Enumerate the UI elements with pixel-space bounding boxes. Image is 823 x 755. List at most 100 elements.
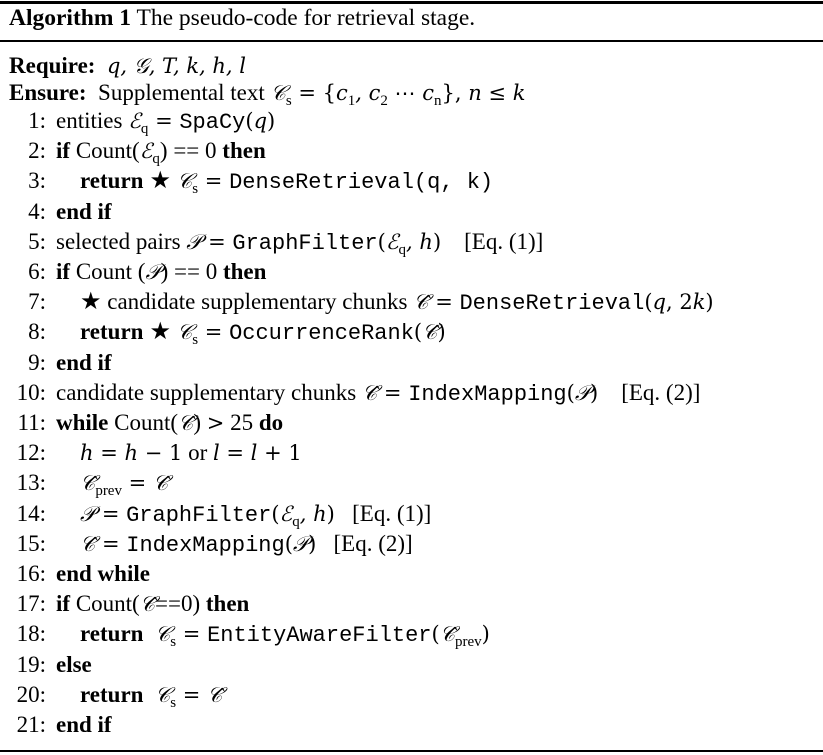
math: 𝒞̂ <box>80 531 96 556</box>
math: s <box>285 93 292 109</box>
keyword: if <box>56 591 71 617</box>
text <box>143 682 155 707</box>
keyword: Require: <box>9 53 96 78</box>
math: 𝒫 <box>574 380 590 405</box>
text: Count( <box>108 410 179 435</box>
math: h <box>80 441 94 466</box>
math: 𝒞 <box>270 81 286 105</box>
keyword: return <box>80 681 144 707</box>
math: + 1 <box>257 441 302 466</box>
algorithm-line: 1:entities ℰq = SpaCy(q) <box>0 107 275 137</box>
algorithm-line: 18:return 𝒞s = EntityAwareFilter(𝒞̂prev) <box>0 620 490 650</box>
text: entities <box>56 108 129 133</box>
text: candidate supplementary chunks <box>56 379 362 405</box>
algorithm-line: 10: candidate supplementary chunks 𝒞̂ = I… <box>0 379 701 407</box>
line-content: 𝒞̂prev = 𝒞̂ <box>80 469 168 505</box>
line-content: 𝒞̂ = IndexMapping(𝒫) [Eq. (2)] <box>80 530 413 560</box>
line-content: if Count(ℰq) == 0 then <box>56 137 266 173</box>
function-name: DenseRetrieval(q, k) <box>229 170 494 196</box>
math: 𝒞̂ <box>422 320 438 345</box>
math: q <box>652 290 666 315</box>
line-content: return 𝒞s = 𝒞̂ <box>80 681 222 717</box>
keyword: Ensure: <box>9 80 87 105</box>
math: ≤ <box>481 81 513 105</box>
math: 𝒫 <box>145 260 161 284</box>
function-name: GraphFilter <box>232 230 378 256</box>
line-content: end if <box>56 349 112 377</box>
keyword: then <box>205 591 250 617</box>
text: or <box>182 440 213 466</box>
line-content: while Count(𝒞̂) > 25 do <box>56 409 283 437</box>
line-content: Ensure: Supplemental text 𝒞s = {c1, c2 ⋯… <box>9 79 525 115</box>
math: 1 <box>347 93 356 109</box>
math: ) <box>326 501 335 526</box>
keyword: if <box>56 138 71 164</box>
math: 𝒞̂ <box>361 380 378 405</box>
star-icon: ★ <box>143 319 177 346</box>
line-number: 16: <box>16 561 46 586</box>
line-number: 14: <box>16 500 46 526</box>
function-name: GraphFilter <box>126 502 272 528</box>
line-number: 17: <box>16 591 46 617</box>
text: ) <box>193 410 207 435</box>
line-number: 21: <box>16 712 46 737</box>
algorithm-line: 19:else <box>0 651 92 679</box>
math: 𝒞̂ <box>439 622 456 647</box>
keyword: end if <box>56 712 112 737</box>
function-name: OccurrenceRank <box>229 321 414 347</box>
line-content: else <box>56 651 92 679</box>
star-icon: ★ <box>143 168 177 195</box>
math: }, <box>441 81 469 105</box>
math: ℰ <box>385 229 399 254</box>
algorithm-line: 9:end if <box>0 349 111 377</box>
algorithm-line: 15:𝒞̂ = IndexMapping(𝒫) [Eq. (2)] <box>0 530 413 558</box>
keyword: then <box>222 259 267 284</box>
math: ( <box>284 531 293 556</box>
math: 𝒞̂ <box>139 592 156 617</box>
line-number: 11: <box>17 410 46 435</box>
math: , 2 <box>665 290 693 315</box>
math: − 1 <box>138 441 183 466</box>
line-number: 12: <box>16 440 46 466</box>
algorithm-line: 8:return ★ 𝒞s = OccurrenceRank(𝒞̂) <box>0 318 446 348</box>
math: ( <box>245 109 254 133</box>
math: n <box>434 93 442 109</box>
math: ) <box>267 109 276 133</box>
algorithm-line: 16:end while <box>0 560 150 588</box>
math: = <box>121 471 153 496</box>
math: k <box>512 81 526 105</box>
math: ) <box>481 622 490 647</box>
caption-rule <box>0 40 823 42</box>
function-name: SpaCy <box>179 110 246 135</box>
keyword: while <box>56 410 109 435</box>
math: 2 <box>380 93 388 109</box>
math: = <box>176 622 208 647</box>
math: = <box>219 441 251 466</box>
math: ℰ <box>128 109 141 133</box>
line-number: 8: <box>28 319 46 345</box>
line-content: ★ candidate supplementary chunks 𝒞̂ = De… <box>80 288 714 318</box>
math: ⋯ <box>387 81 423 105</box>
math: = <box>95 531 127 556</box>
math: k <box>692 290 706 315</box>
function-name: EntityAwareFilter <box>207 623 432 649</box>
math: ) <box>308 531 317 556</box>
line-content: return ★ 𝒞s = DenseRetrieval(q, k) <box>80 167 493 203</box>
math: ℰ <box>279 501 293 526</box>
math: = <box>148 109 180 133</box>
algorithm-line: 7:★ candidate supplementary chunks 𝒞̂ = … <box>0 288 714 316</box>
line-content: candidate supplementary chunks 𝒞̂ = Inde… <box>56 379 700 409</box>
algorithm-line: 5:selected pairs 𝒫 = GraphFilter(ℰq, h) … <box>0 228 543 258</box>
line-number: 10: <box>16 379 46 405</box>
text: Supplemental text <box>86 80 271 105</box>
math: l <box>213 441 220 466</box>
algorithm-line: 2:if Count(ℰq) == 0 then <box>0 137 266 167</box>
algorithm-line: 6:if Count (𝒫) == 0 then <box>0 258 266 286</box>
keyword: else <box>56 651 92 677</box>
math: s <box>170 694 177 711</box>
math: ) <box>705 290 714 315</box>
math: prev <box>455 634 482 651</box>
math: h <box>124 441 139 466</box>
math: 𝒞 <box>154 682 171 707</box>
algorithm-label: Algorithm 1 <box>9 5 132 31</box>
